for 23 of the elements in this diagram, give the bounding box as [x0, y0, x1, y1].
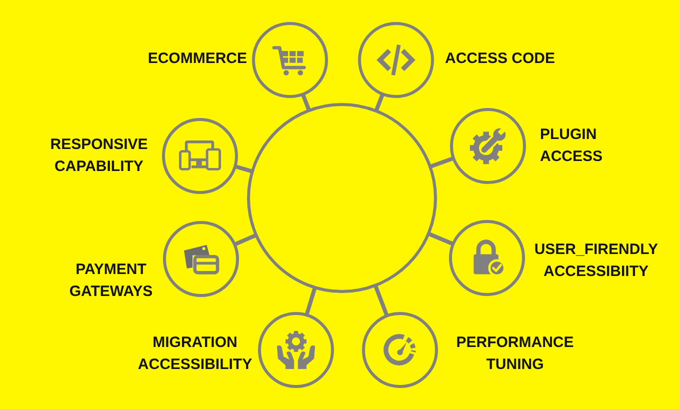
- connector-line: [374, 94, 384, 112]
- feature-label: USER_FIRENDLY ACCESSIBIITY: [534, 240, 658, 282]
- feature-label: PLUGIN ACCESS: [540, 125, 603, 167]
- icon-circle: [258, 312, 334, 388]
- icon-circle: [252, 22, 328, 98]
- feature-label: PAYMENT GATEWAYS: [69, 260, 153, 302]
- connector-line: [234, 164, 252, 174]
- icon-circle: [162, 118, 238, 194]
- feature-label: ACCESS CODE: [445, 49, 556, 69]
- connector-line: [428, 232, 454, 246]
- icon-circle: [362, 312, 438, 388]
- icon-circle: [449, 220, 525, 296]
- feature-label: RESPONSIVE CAPABILITY: [50, 135, 148, 177]
- hub-circle: [247, 103, 437, 293]
- feature-label: ECOMMERCE: [148, 49, 247, 69]
- icon-circle: [450, 108, 526, 184]
- connector-line: [234, 233, 256, 246]
- feature-label: MIGRATION ACCESSIBILITY: [138, 333, 252, 375]
- icon-circle: [358, 22, 434, 98]
- connector-line: [301, 94, 311, 111]
- connector-line: [430, 156, 454, 168]
- icon-circle: [163, 221, 239, 297]
- feature-label: PERFORMANCE TUNING: [456, 333, 574, 375]
